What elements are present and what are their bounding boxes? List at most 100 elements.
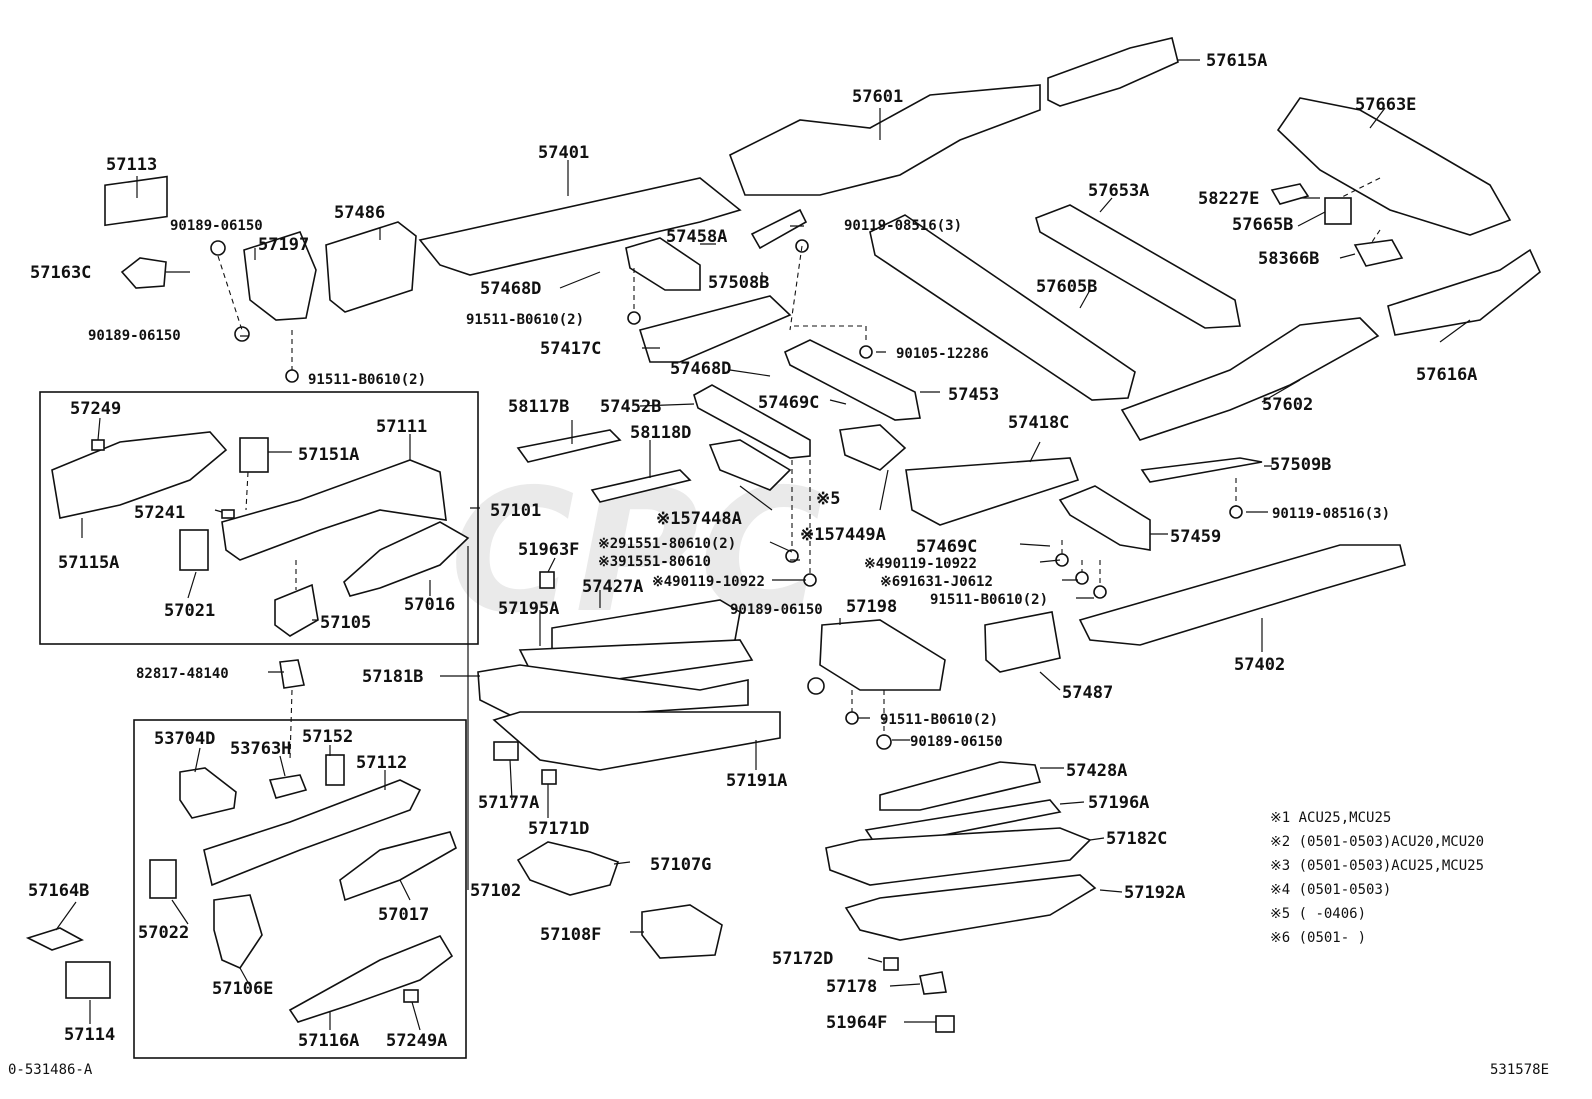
fastener-91511-B0610c[interactable] — [1093, 585, 1107, 599]
fastener-90189-06150a[interactable] — [210, 240, 226, 256]
label-57016[interactable]: 57016 — [404, 595, 455, 615]
part-57178[interactable] — [919, 971, 947, 995]
label-57107G[interactable]: 57107G — [650, 855, 711, 875]
label-57171D[interactable]: 57171D — [528, 819, 589, 839]
label-91511-B0610c[interactable]: 91511-B0610(2) — [930, 592, 1048, 608]
label-57106E[interactable]: 57106E — [212, 979, 273, 999]
part-157448A[interactable] — [708, 439, 792, 491]
part-57106E[interactable] — [213, 894, 263, 970]
part-57151A[interactable] — [239, 437, 269, 473]
fastener-90105-12286[interactable] — [859, 345, 873, 359]
label-57114[interactable]: 57114 — [64, 1025, 115, 1045]
part-57458A[interactable] — [625, 237, 701, 291]
label-57022[interactable]: 57022 — [138, 923, 189, 943]
label-57509B[interactable]: 57509B — [1270, 455, 1331, 475]
label-57102[interactable]: 57102 — [470, 881, 521, 901]
part-57249A[interactable] — [403, 989, 419, 1003]
label-90189-06150a[interactable]: 90189-06150 — [170, 218, 263, 234]
label-57665B[interactable]: 57665B — [1232, 215, 1293, 235]
part-53763H[interactable] — [268, 774, 308, 799]
label-58227E[interactable]: 58227E — [1198, 189, 1259, 209]
part-57016[interactable] — [343, 521, 470, 597]
label-90189-06150b[interactable]: 90189-06150 — [88, 328, 181, 344]
label-57163C[interactable]: 57163C — [30, 263, 91, 283]
part-57112[interactable] — [203, 779, 422, 887]
part-57152[interactable] — [325, 754, 345, 786]
label-57113[interactable]: 57113 — [106, 155, 157, 175]
label-58117B[interactable]: 58117B — [508, 397, 569, 417]
part-57417C[interactable] — [638, 295, 792, 363]
label-57164B[interactable]: 57164B — [28, 881, 89, 901]
label-57427A[interactable]: 57427A — [582, 577, 643, 597]
label-57616A[interactable]: 57616A — [1416, 365, 1477, 385]
label-57601[interactable]: 57601 — [852, 87, 903, 107]
part-57249[interactable] — [91, 439, 105, 451]
part-57665B[interactable] — [1324, 197, 1352, 225]
label-57453[interactable]: 57453 — [948, 385, 999, 405]
label-57249[interactable]: 57249 — [70, 399, 121, 419]
label-57112[interactable]: 57112 — [356, 753, 407, 773]
part-57241[interactable] — [221, 509, 235, 519]
part-57111[interactable] — [221, 459, 447, 561]
part-51964F[interactable] — [935, 1015, 955, 1033]
label-note5[interactable]: ※5 — [816, 489, 840, 509]
part-57191A[interactable] — [492, 711, 781, 771]
label-57101[interactable]: 57101 — [490, 501, 541, 521]
label-57452B[interactable]: 57452B — [600, 397, 661, 417]
part-57105[interactable] — [274, 583, 319, 637]
part-58118D[interactable] — [590, 469, 692, 503]
label-691631[interactable]: ※691631-J0612 — [880, 574, 993, 590]
fastener-91511-B0610a[interactable] — [627, 311, 641, 325]
label-57459[interactable]: 57459 — [1170, 527, 1221, 547]
label-57105[interactable]: 57105 — [320, 613, 371, 633]
fastener-90189-06150b[interactable] — [234, 326, 250, 342]
part-57418C[interactable] — [905, 457, 1080, 526]
part-57116A[interactable] — [288, 935, 454, 1023]
part-57198[interactable] — [819, 619, 946, 691]
label-57468Da[interactable]: 57468D — [480, 279, 541, 299]
label-291551[interactable]: ※291551-80610(2) — [598, 536, 736, 552]
label-91511-B0610d[interactable]: 91511-B0610(2) — [880, 712, 998, 728]
part-57021[interactable] — [179, 529, 209, 571]
part-57428A[interactable] — [879, 761, 1042, 811]
label-57152[interactable]: 57152 — [302, 727, 353, 747]
label-57111[interactable]: 57111 — [376, 417, 427, 437]
fastener-91511-B0610b[interactable] — [285, 369, 299, 383]
part-57171D[interactable] — [541, 769, 557, 785]
label-57181B[interactable]: 57181B — [362, 667, 423, 687]
label-57602[interactable]: 57602 — [1262, 395, 1313, 415]
part-57113[interactable] — [104, 175, 168, 227]
label-57469Cb[interactable]: 57469C — [916, 537, 977, 557]
label-57196A[interactable]: 57196A — [1088, 793, 1149, 813]
part-58227E[interactable] — [1270, 183, 1310, 205]
label-57198[interactable]: 57198 — [846, 597, 897, 617]
part-57108F[interactable] — [641, 904, 723, 959]
part-57487[interactable] — [984, 611, 1061, 673]
label-57197[interactable]: 57197 — [258, 235, 309, 255]
label-57182C[interactable]: 57182C — [1106, 829, 1167, 849]
fastener-90189-06150c[interactable] — [807, 677, 825, 695]
label-157448A[interactable]: ※157448A — [656, 509, 742, 529]
part-57181B[interactable] — [477, 664, 749, 721]
part-57605B[interactable] — [869, 214, 1136, 401]
label-490119a[interactable]: ※490119-10922 — [652, 574, 765, 590]
part-57615A[interactable] — [1047, 37, 1179, 107]
fastener-691631[interactable] — [1075, 571, 1089, 585]
part-57107G[interactable] — [516, 841, 620, 896]
label-57468Db[interactable]: 57468D — [670, 359, 731, 379]
label-57192A[interactable]: 57192A — [1124, 883, 1185, 903]
label-57428A[interactable]: 57428A — [1066, 761, 1127, 781]
part-57601[interactable] — [728, 84, 1041, 196]
label-57458A[interactable]: 57458A — [666, 227, 727, 247]
label-53763H[interactable]: 53763H — [230, 739, 291, 759]
label-57418C[interactable]: 57418C — [1008, 413, 1069, 433]
label-57191A[interactable]: 57191A — [726, 771, 787, 791]
label-57249A[interactable]: 57249A — [386, 1031, 447, 1051]
label-57615A[interactable]: 57615A — [1206, 51, 1267, 71]
label-57605B[interactable]: 57605B — [1036, 277, 1097, 297]
part-57177A[interactable] — [493, 741, 519, 761]
label-391551[interactable]: ※391551-80610 — [598, 554, 711, 570]
fastener-91511-B0610d[interactable] — [845, 711, 859, 725]
part-57486[interactable] — [325, 221, 417, 313]
part-57017[interactable] — [339, 831, 457, 902]
